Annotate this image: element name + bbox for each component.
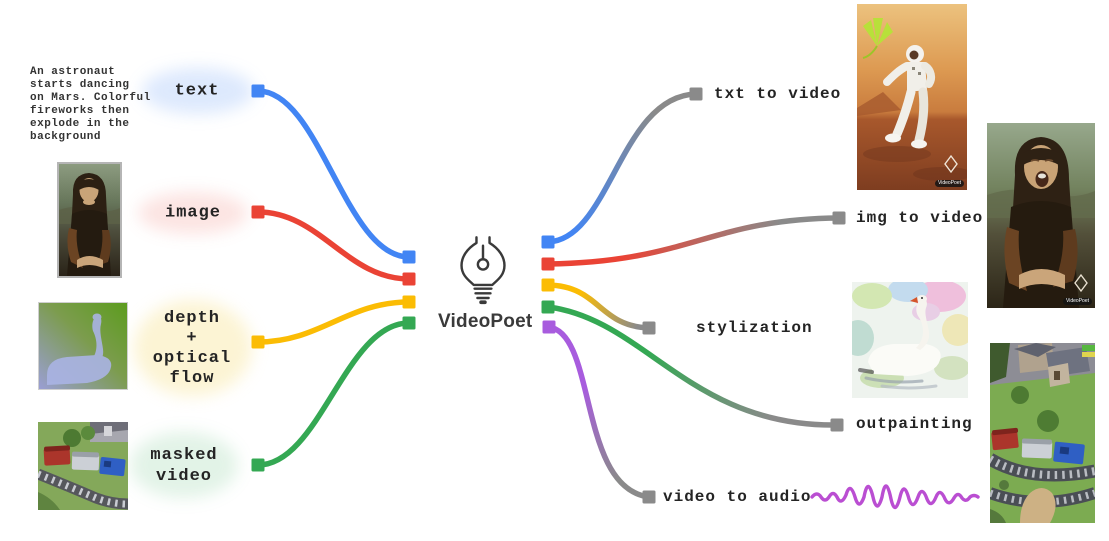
masked-video-input-image (38, 422, 128, 510)
wire-image-input (257, 209, 410, 282)
wire-masked-video-input (257, 320, 410, 468)
text-label-glow (142, 68, 254, 114)
output-label-img-to-video: img to video (856, 209, 984, 227)
wire-endpoint-squares (251, 84, 846, 504)
videopoet-title: VideoPoet (438, 311, 533, 332)
input-label-depth-optical-flow: depth + optical flow (152, 309, 232, 388)
depth-label-glow (134, 300, 252, 396)
videopoet-pen-bulb-icon (460, 236, 506, 305)
videopoet-watermark: VideoPoet (935, 180, 964, 187)
output-label-stylization: stylization (696, 319, 813, 337)
stylized-swan-output-image (852, 282, 968, 398)
prompt-caption: An astronaut starts dancing on Mars. Col… (30, 66, 151, 143)
depth-map-input-image (38, 302, 128, 390)
input-label-text: text (174, 81, 220, 101)
green-firework (862, 18, 893, 59)
wire-text-input (257, 88, 410, 260)
audio-waveform (810, 484, 980, 510)
wire-depth-input (257, 299, 410, 345)
wire-img-to-video (547, 215, 840, 267)
astronaut-output-image: VideoPoet (857, 4, 967, 190)
astronaut-figure (883, 45, 936, 149)
wire-stylization (547, 282, 650, 331)
mona-lisa-input-image (57, 162, 122, 278)
train-outpainting-output-image (990, 343, 1095, 523)
wire-outpainting (547, 304, 838, 428)
output-label-outpainting: outpainting (856, 415, 973, 433)
wire-txt-to-video (547, 91, 697, 245)
output-label-video-to-audio: video to audio (663, 488, 812, 506)
image-label-glow (138, 192, 248, 234)
videopoet-watermark: VideoPoet (1063, 298, 1092, 305)
yawning-mona-lisa-output-image: VideoPoet (987, 123, 1095, 308)
input-label-image: image (164, 203, 222, 223)
output-label-txt-to-video: txt to video (714, 85, 842, 103)
masked-video-label-glow (130, 432, 238, 498)
input-label-masked-video: masked video (150, 446, 218, 486)
wire-video-to-audio (548, 324, 650, 500)
videopoet-brand: VideoPoet (438, 234, 533, 333)
